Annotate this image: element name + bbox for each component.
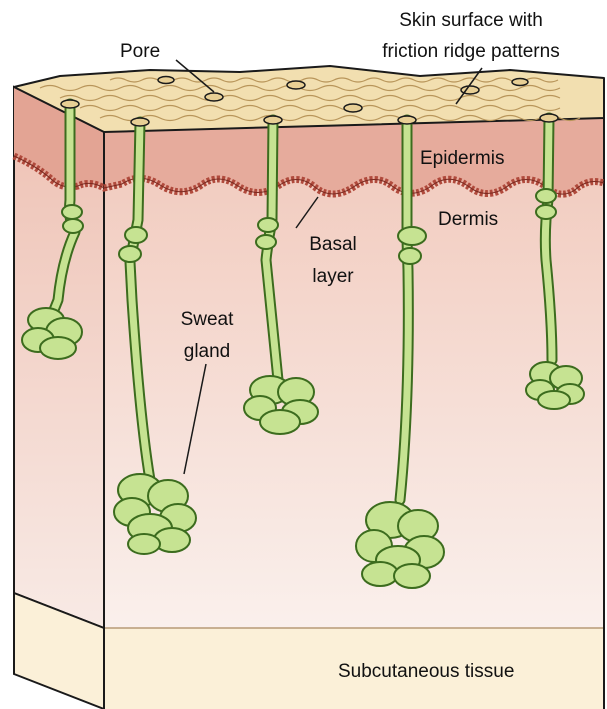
- epidermis-label: Epidermis: [420, 147, 504, 170]
- basal-layer-label-line2: layer: [288, 265, 378, 288]
- basal-layer-label-line1: Basal: [288, 233, 378, 256]
- skin-surface-label-line1: Skin surface with: [340, 9, 602, 32]
- sweat-gland-label-line2: gland: [162, 340, 252, 363]
- pore-label: Pore: [120, 40, 160, 63]
- skin-surface-label-line2: friction ridge patterns: [340, 40, 602, 63]
- dermis-label: Dermis: [438, 208, 498, 231]
- subcutaneous-label: Subcutaneous tissue: [338, 660, 514, 683]
- dermis-layer: [104, 132, 604, 628]
- sweat-gland-label-line1: Sweat: [162, 308, 252, 331]
